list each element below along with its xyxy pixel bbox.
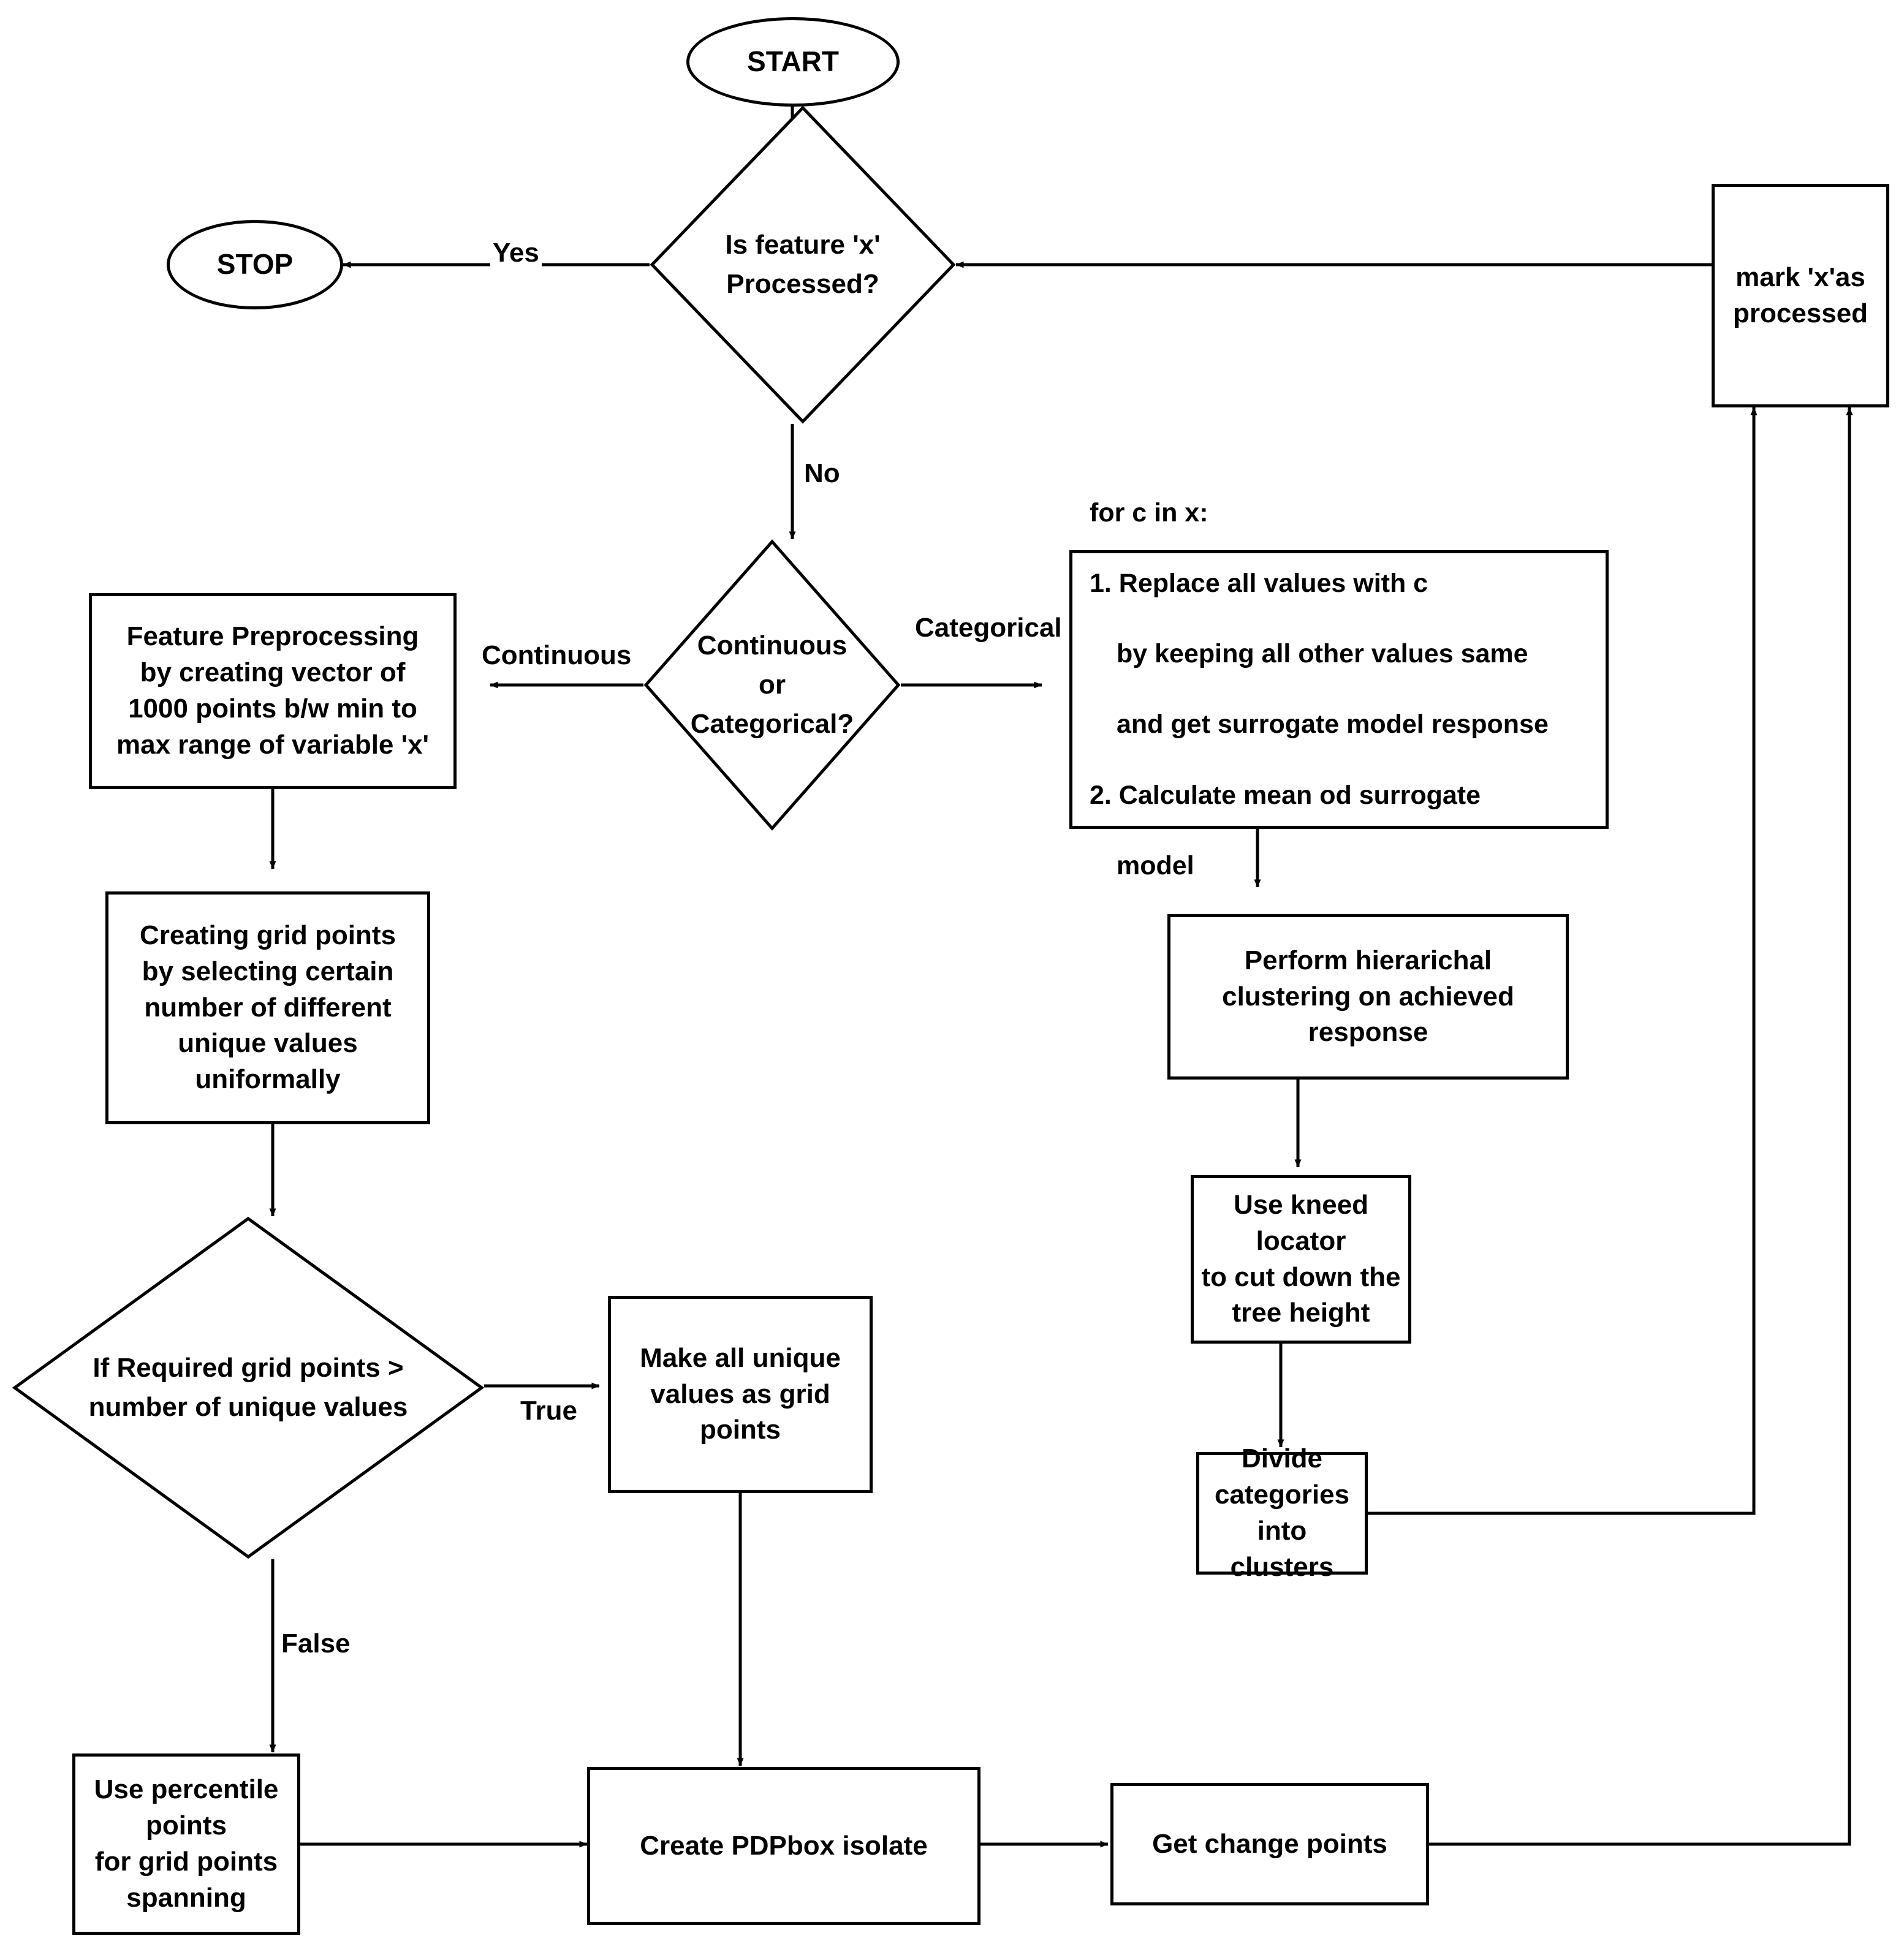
node-create-pdpbox[interactable]: Create PDPbox isolate — [587, 1767, 980, 1925]
node-use-percentile-label: Use percentile points for grid points sp… — [94, 1774, 279, 1913]
node-hierarchical-clustering[interactable]: Perform hierarichal clustering on achiev… — [1167, 914, 1569, 1080]
node-continuous-or-categorical[interactable]: Continuous or Categorical? — [643, 539, 901, 831]
edge-label-categorical: Categorical — [912, 613, 1064, 643]
node-make-all-unique[interactable]: Make all unique values as grid points — [608, 1296, 873, 1493]
edge-divide-to-markprocessed — [1368, 407, 1758, 1515]
node-stop[interactable]: STOP — [167, 220, 343, 309]
edge-label-continuous: Continuous — [479, 640, 634, 671]
node-get-change-points[interactable]: Get change points — [1110, 1783, 1429, 1905]
node-kneed-locator[interactable]: Use kneed locator to cut down the tree h… — [1191, 1175, 1411, 1344]
node-feature-preprocessing[interactable]: Feature Preprocessing by creating vector… — [89, 593, 457, 789]
node-creating-grid-points[interactable]: Creating grid points by selecting certai… — [105, 891, 430, 1124]
node-feature-preprocessing-label: Feature Preprocessing by creating vector… — [116, 621, 430, 760]
node-hierarchical-clustering-label: Perform hierarichal clustering on achiev… — [1222, 945, 1514, 1048]
node-create-pdpbox-label: Create PDPbox isolate — [640, 1830, 928, 1861]
edge-changepoints-to-markprocessed — [1428, 407, 1853, 1846]
node-make-all-unique-label: Make all unique values as grid points — [640, 1342, 841, 1445]
node-mark-processed-label: mark 'x'as processed — [1732, 262, 1868, 328]
node-for-loop-line1: for c in x: — [1090, 497, 1208, 528]
node-start-label: START — [747, 45, 839, 78]
node-stop-label: STOP — [216, 248, 294, 281]
node-kneed-locator-label: Use kneed locator to cut down the tree h… — [1201, 1189, 1401, 1328]
node-use-percentile[interactable]: Use percentile points for grid points sp… — [72, 1753, 300, 1935]
node-for-loop-line5: 2. Calculate mean od surrogate — [1090, 780, 1481, 810]
node-for-loop-line2: 1. Replace all values with c — [1090, 568, 1428, 598]
edge-label-no: No — [802, 458, 843, 489]
edge-label-true: True — [518, 1396, 580, 1426]
node-for-loop[interactable]: for c in x: 1. Replace all values with c… — [1069, 498, 1609, 880]
edge-label-false: False — [279, 1629, 353, 1659]
node-for-loop-line6: model — [1117, 850, 1194, 880]
edge-label-yes: Yes — [490, 238, 542, 268]
node-get-change-points-label: Get change points — [1152, 1828, 1387, 1859]
node-divide-categories-label: Divide categories into clusters — [1214, 1443, 1350, 1582]
node-for-loop-line3: by keeping all other values same — [1117, 639, 1528, 669]
node-is-processed[interactable]: Is feature 'x' Processed? — [650, 105, 956, 424]
node-for-loop-line4: and get surrogate model response — [1117, 709, 1549, 740]
node-required-grid-points[interactable]: If Required grid points > number of uniq… — [12, 1216, 485, 1559]
node-start[interactable]: START — [686, 17, 900, 107]
node-mark-processed[interactable]: mark 'x'as processed — [1712, 184, 1889, 407]
node-creating-grid-points-label: Creating grid points by selecting certai… — [140, 920, 396, 1095]
node-divide-categories[interactable]: Divide categories into clusters — [1196, 1443, 1368, 1582]
